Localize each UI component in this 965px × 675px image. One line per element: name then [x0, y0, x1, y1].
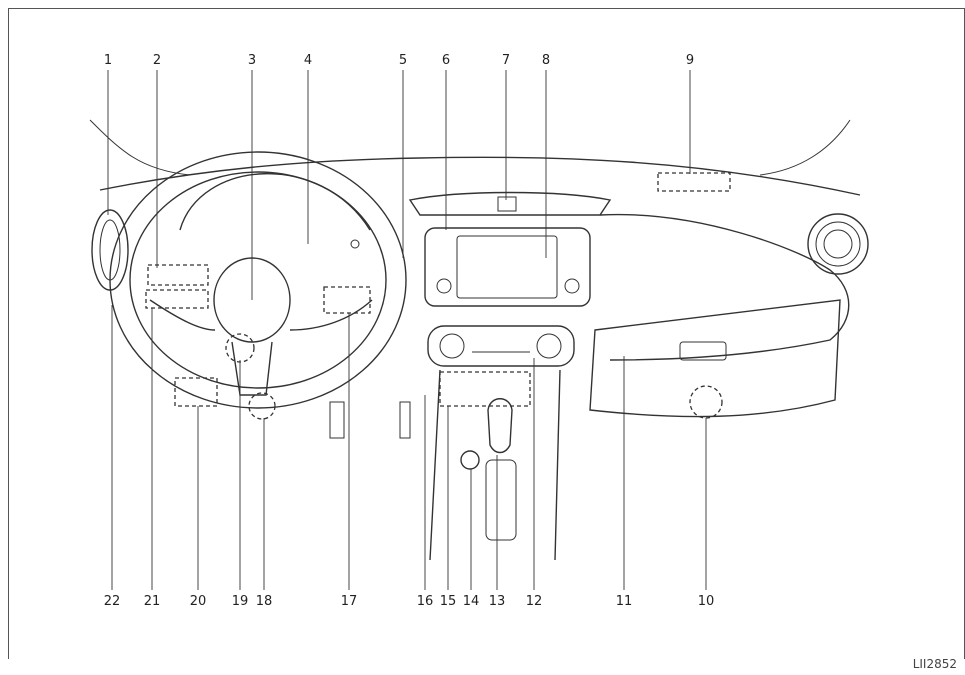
glove-box-handle	[679, 341, 727, 361]
callout-label-17: 17	[341, 594, 358, 609]
callout-box-17	[323, 286, 371, 314]
right-air-vent	[807, 213, 869, 275]
shift-gate	[485, 459, 517, 541]
callout-label-22: 22	[104, 594, 121, 609]
center-console	[429, 369, 561, 561]
leader-lines	[107, 70, 707, 590]
figure-code: LII2852	[912, 657, 957, 671]
callout-label-13: 13	[489, 594, 506, 609]
shift-lever	[487, 398, 513, 454]
tachometer-needle-hub	[350, 239, 360, 249]
callout-label-5: 5	[399, 53, 407, 68]
callout-label-3: 3	[248, 53, 256, 68]
callout-label-19: 19	[232, 594, 249, 609]
windshield-edge-right	[759, 119, 851, 176]
callout-circle-18	[248, 392, 276, 420]
glove-box	[589, 299, 841, 418]
accelerator-pedal	[399, 401, 411, 439]
callout-label-2: 2	[153, 53, 161, 68]
callout-box-21	[145, 289, 209, 309]
callout-circle-10	[689, 385, 723, 419]
center-vent	[408, 191, 612, 216]
push-button-ignition	[460, 450, 480, 470]
callout-label-12: 12	[526, 594, 543, 609]
callout-box-20	[174, 377, 218, 407]
callout-label-20: 20	[190, 594, 207, 609]
instrument-cluster	[179, 173, 371, 231]
callout-label-8: 8	[542, 53, 550, 68]
callout-label-7: 7	[502, 53, 510, 68]
callout-label-6: 6	[442, 53, 450, 68]
brake-pedal	[329, 401, 345, 439]
bottom-callout-labels: 22 21 20 19 18 17 16 15 14 13 12 11 10	[104, 594, 715, 609]
climate-control-panel	[427, 325, 575, 367]
callout-label-11: 11	[616, 594, 633, 609]
callout-label-16: 16	[417, 594, 434, 609]
callout-label-9: 9	[686, 53, 694, 68]
dashboard-top-line	[99, 156, 861, 196]
callout-label-1: 1	[104, 53, 112, 68]
callout-label-14: 14	[463, 594, 480, 609]
callout-label-10: 10	[698, 594, 715, 609]
center-display	[424, 227, 591, 307]
callout-circle-19	[225, 333, 255, 363]
callout-label-21: 21	[144, 594, 161, 609]
callout-box-15	[439, 371, 531, 407]
steering-wheel	[109, 151, 407, 409]
callout-label-18: 18	[256, 594, 273, 609]
callout-label-15: 15	[440, 594, 457, 609]
hazard-switch	[497, 196, 517, 212]
top-callout-labels: 1 2 3 4 5 6 7 8 9	[104, 53, 694, 68]
callout-label-4: 4	[304, 53, 312, 68]
callout-box-2	[147, 264, 209, 286]
windshield-edge-left	[89, 119, 191, 176]
dashboard-right-panel	[599, 213, 850, 361]
callout-box-9	[657, 172, 731, 192]
